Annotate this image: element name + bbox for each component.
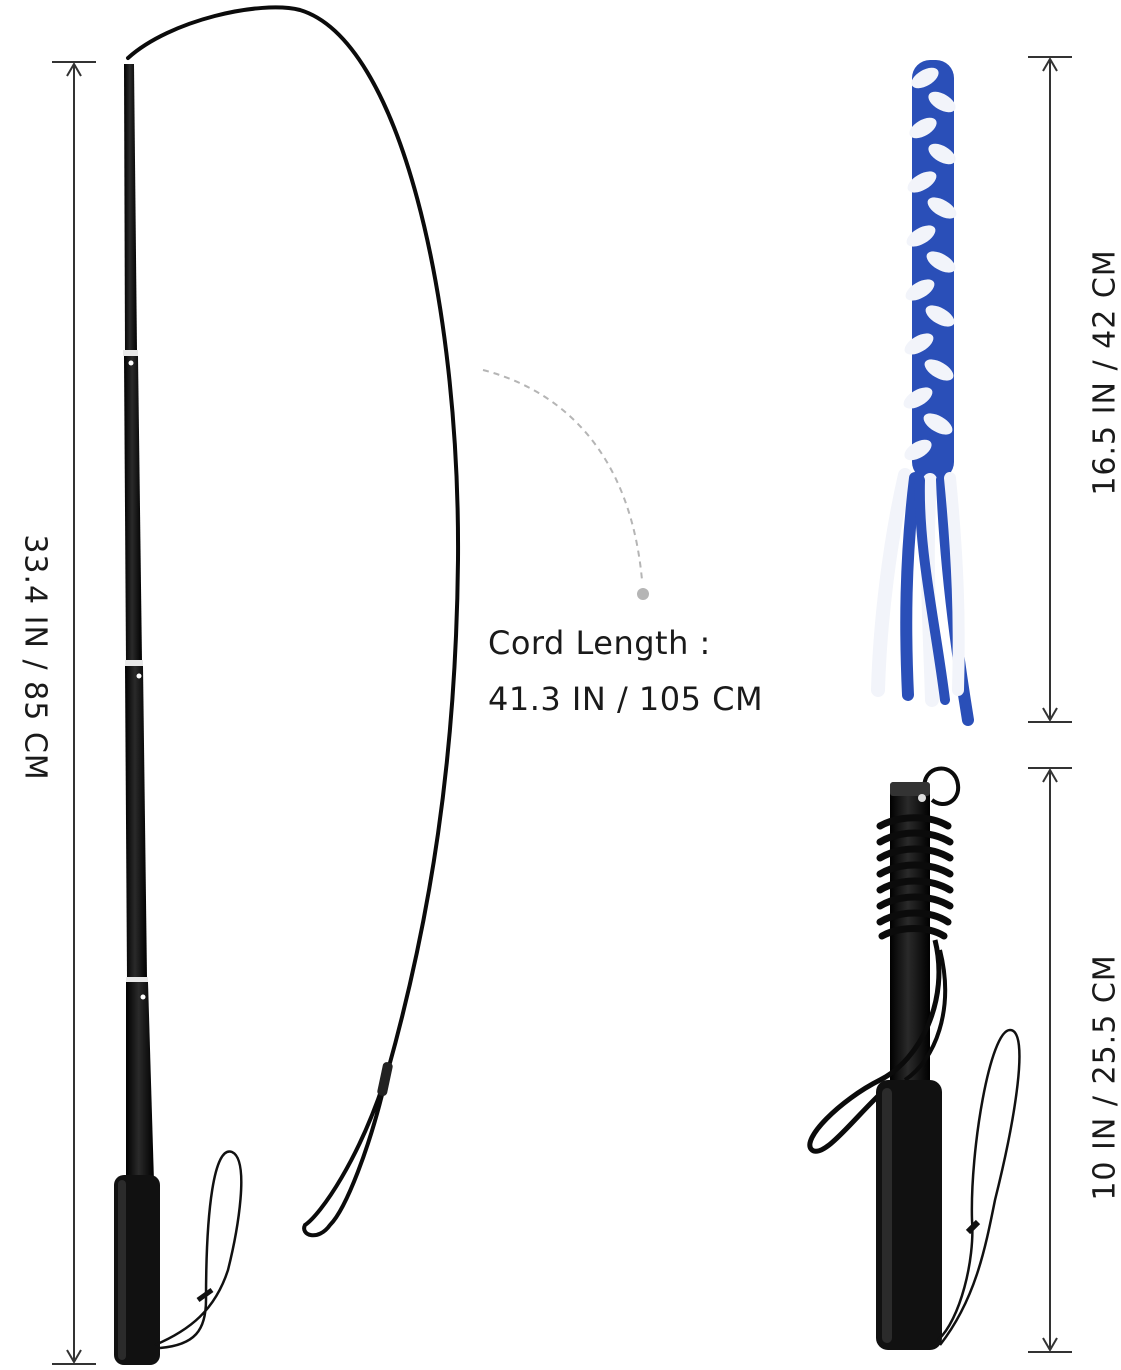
cord-length-heading: Cord Length : [488,624,711,662]
toy-length-label: 16.5 IN / 42 CM [1087,249,1121,496]
handle-length-label: 10 IN / 25.5 CM [1087,954,1121,1201]
toy-length-dimension-line [1028,56,1072,723]
total-length-dimension-line [52,61,96,1365]
cord-length-callout: Cord Length : 41.3 IN / 105 CM [488,615,763,727]
cord-length-value: 41.3 IN / 105 CM [488,680,764,718]
cord-callout-pointer [482,369,649,600]
collapsed-handle [807,766,1021,1350]
total-length-label: 33.4 IN / 85 CM [17,534,53,781]
handle-length-dimension-line [1028,767,1072,1353]
cord [126,5,461,1238]
cord-connector [377,1062,393,1096]
telescopic-pole [114,64,243,1365]
rope-toy [871,60,974,726]
